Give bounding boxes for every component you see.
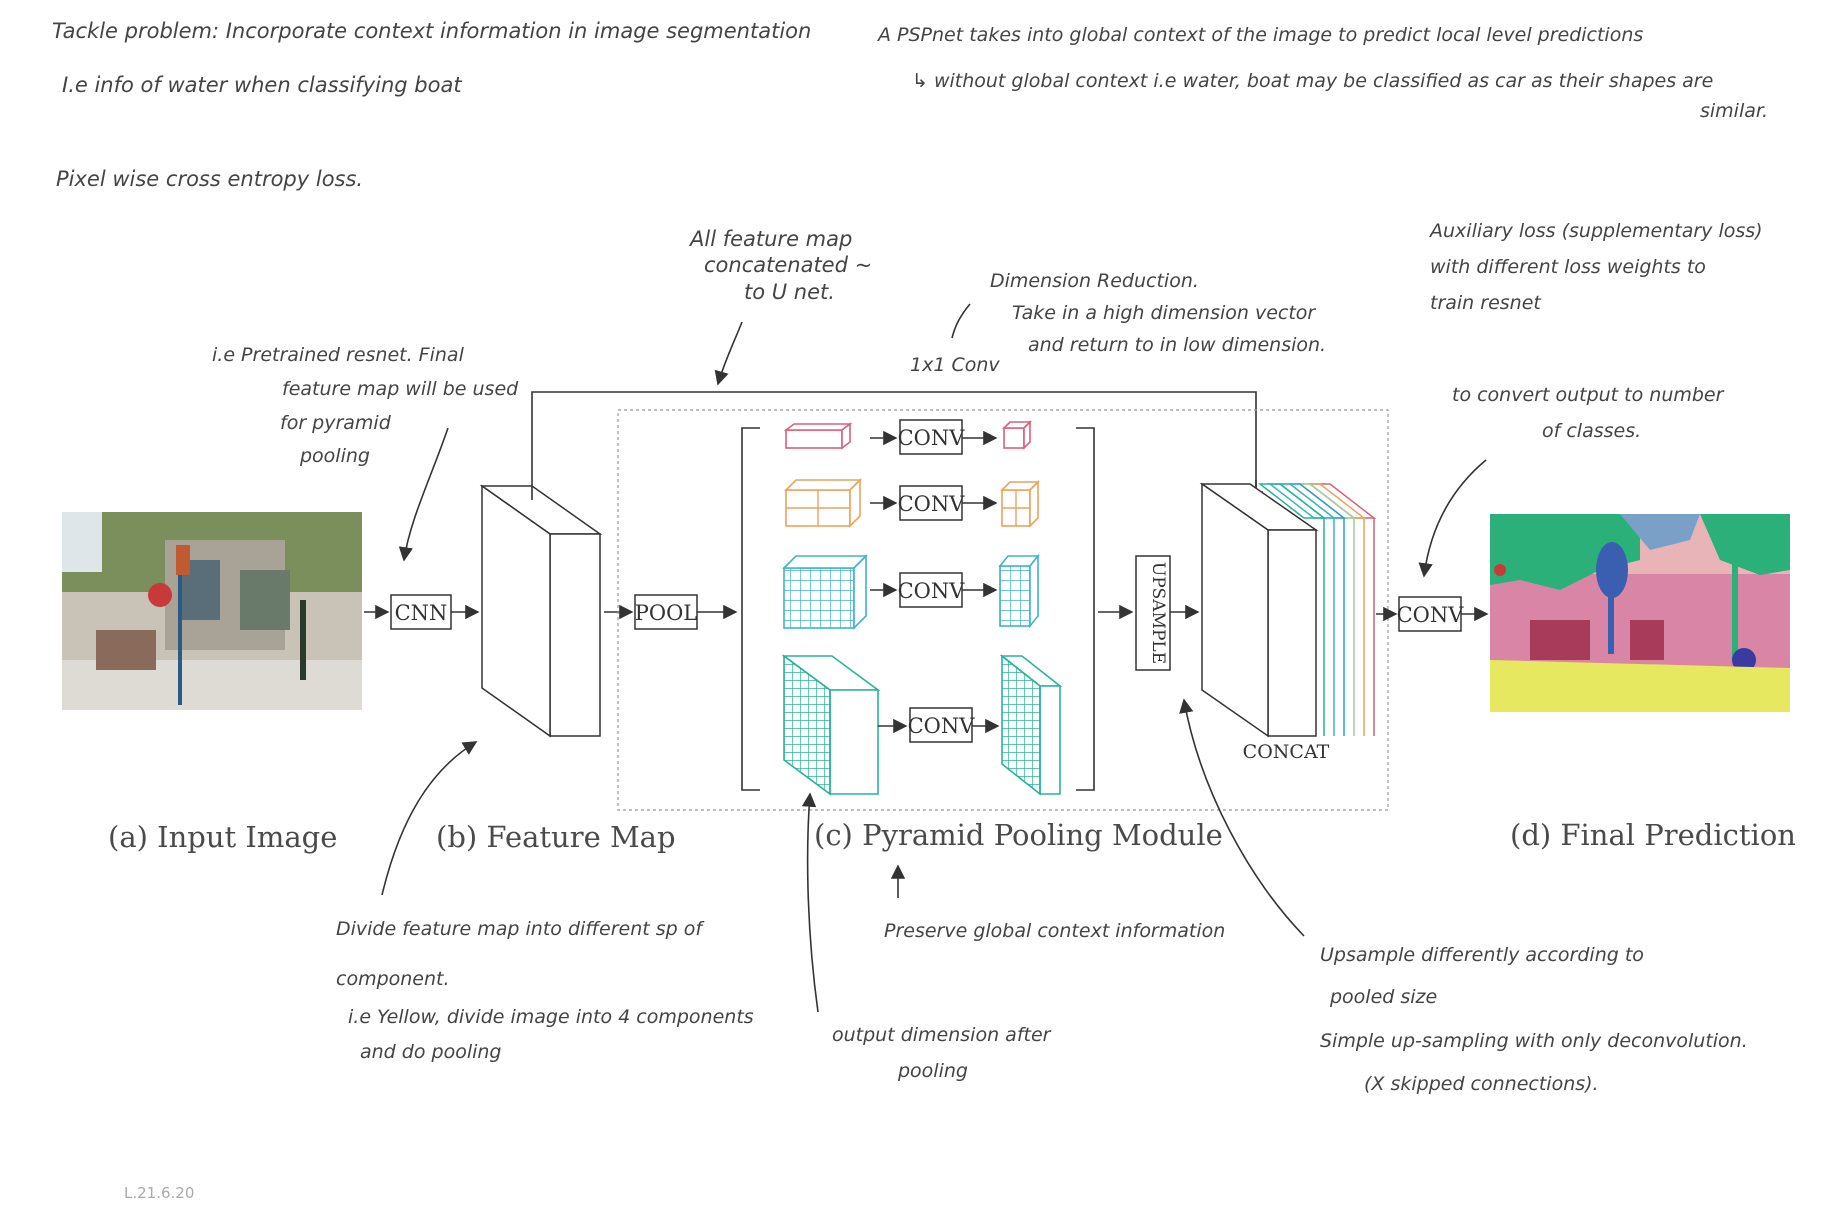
note-pretrained-resnet-4: pooling: [300, 445, 370, 468]
note-auxiliary-loss-1: Auxiliary loss (supplementary loss): [1430, 220, 1763, 242]
note-upsample-3: Simple up-sampling with only deconvoluti…: [1320, 1029, 1748, 1052]
note-tackle-problem: Tackle problem: Incorporate context info…: [52, 19, 812, 43]
pointer-convert-output: [1418, 459, 1487, 578]
note-divide-feature-map-5: and do pooling: [360, 1041, 502, 1064]
cnn-label: CNN: [395, 601, 448, 625]
conv-label-2: CONV: [898, 492, 966, 516]
note-output-dimension-2: pooling: [898, 1059, 968, 1082]
note-info-water: I.e info of water when classifying boat: [62, 73, 462, 97]
note-all-feature-map-2: concatenated ~: [704, 253, 873, 278]
note-output-dimension-1: output dimension after: [832, 1024, 1051, 1046]
final-conv-label: CONV: [1397, 603, 1465, 627]
skip-connection-line: [531, 391, 1257, 502]
note-divide-feature-map-2: component.: [336, 967, 450, 990]
date-stamp: L.21.6.20: [124, 1184, 195, 1202]
caption-final-prediction: (d) Final Prediction: [1510, 818, 1796, 852]
note-upsample-2: pooled size: [1330, 985, 1438, 1008]
note-all-feature-map-3: to U net.: [744, 279, 835, 304]
input-image: [62, 512, 362, 710]
note-upsample-1: Upsample differently according to: [1320, 944, 1644, 966]
note-auxiliary-loss-2: with different loss weights to: [1430, 255, 1706, 278]
note-pixel-loss: Pixel wise cross entropy loss.: [56, 167, 364, 191]
conv-label-3: CONV: [898, 579, 966, 603]
pyramid-level-1: CONV: [783, 419, 1032, 455]
final-prediction-image: [1490, 514, 1790, 712]
note-output-dimension: output dimension after pooling: [832, 1024, 1050, 1084]
upsample-box: [1135, 555, 1171, 671]
pointer-resnet-cnn: [398, 427, 449, 562]
note-upsample-4: (X skipped connections).: [1364, 1073, 1599, 1096]
pyramid-module-frame: [617, 409, 1389, 811]
note-pretrained-resnet-2: feature map will be used: [282, 377, 519, 400]
note-pretrained-resnet-1: i.e Pretrained resnet. Final: [212, 344, 464, 366]
right-bracket: [1076, 427, 1095, 791]
note-divide-feature-map: Divide feature map into different sp of …: [336, 918, 754, 1065]
caption-feature-map: (b) Feature Map: [436, 820, 676, 854]
pointer-dimension-reduction: [951, 303, 971, 339]
pool-box: [634, 594, 698, 630]
note-dimension-reduction-3: and return to in low dimension.: [1028, 333, 1327, 356]
pointer-output-dimension: [801, 792, 819, 1013]
note-dimension-reduction-2: Take in a high dimension vector: [1012, 301, 1316, 324]
left-bracket: [741, 427, 760, 791]
pool-label: POOL: [635, 601, 698, 625]
note-dimension-reduction: Dimension Reduction. Take in a high dime…: [990, 270, 1326, 357]
concat-block: [1199, 482, 1377, 738]
note-all-feature-map-1: All feature map: [690, 227, 853, 251]
note-dimension-reduction-1: Dimension Reduction.: [990, 270, 1199, 292]
note-divide-feature-map-4: i.e Yellow, divide image into 4 componen…: [348, 1005, 754, 1028]
final-conv-box: [1398, 596, 1462, 632]
caption-pyramid-pooling: (c) Pyramid Pooling Module: [814, 818, 1223, 852]
conv-label-1: CONV: [898, 426, 966, 450]
note-auxiliary-loss: Auxiliary loss (supplementary loss) with…: [1430, 220, 1763, 315]
concat-label: CONCAT: [1243, 741, 1330, 763]
pointer-upsample: [1179, 698, 1305, 937]
note-pspnet-2: ↳ without global context i.e water, boat…: [912, 70, 1714, 92]
note-pretrained-resnet: i.e Pretrained resnet. Final feature map…: [212, 344, 518, 469]
note-1x1-conv: 1x1 Conv: [910, 354, 1000, 376]
pyramid-level-4: CONV: [781, 654, 1063, 796]
note-all-feature-map: All feature map concatenated ~ to U net.: [690, 226, 872, 305]
note-upsample: Upsample differently according to pooled…: [1320, 944, 1748, 1097]
conv-label-4: CONV: [908, 714, 976, 738]
pyramid-level-2: CONV: [784, 478, 1040, 528]
upsample-label: UPSAMPLE: [1148, 562, 1168, 664]
note-pspnet-1: A PSPnet takes into global context of th…: [878, 24, 1644, 46]
note-divide-feature-map-1: Divide feature map into different sp of: [336, 918, 703, 940]
caption-input-image: (a) Input Image: [108, 820, 338, 854]
pointer-all-feature: [714, 321, 743, 386]
note-preserve-global: Preserve global context information: [884, 920, 1226, 942]
note-pspnet-3: similar.: [1700, 100, 1768, 122]
note-convert-output-1: to convert output to number: [1452, 384, 1724, 406]
feature-map-block: [479, 484, 603, 738]
note-convert-output: to convert output to number of classes.: [1452, 384, 1723, 444]
pointer-divide-feature: [381, 741, 478, 896]
note-convert-output-2: of classes.: [1542, 419, 1642, 442]
pyramid-level-3: CONV: [782, 553, 1040, 630]
note-auxiliary-loss-3: train resnet: [1430, 291, 1541, 314]
note-pretrained-resnet-3: for pyramid: [280, 411, 391, 434]
